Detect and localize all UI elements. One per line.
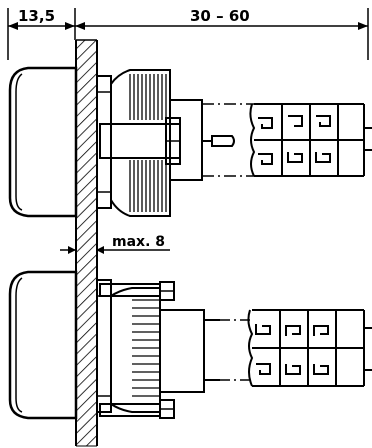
lower-assembly xyxy=(8,270,372,420)
lower-terminal-block xyxy=(247,309,372,387)
upper-front-bezel xyxy=(8,66,78,218)
panel-wall xyxy=(75,39,98,447)
upper-assembly xyxy=(8,66,372,218)
lower-nut-ribs xyxy=(132,299,160,397)
dimension-front-depth: 13,5 xyxy=(7,7,76,60)
upper-terminal-block xyxy=(249,103,372,177)
rear-length-label: 30 – 60 xyxy=(190,7,250,25)
lower-front-bezel xyxy=(8,270,78,420)
upper-nut-ribs xyxy=(129,74,167,212)
dimension-panel-thickness: max. 8 xyxy=(60,234,170,254)
panel-thickness-label: max. 8 xyxy=(112,234,165,250)
front-depth-label: 13,5 xyxy=(18,7,55,25)
dimension-rear-length: 30 – 60 xyxy=(75,7,369,60)
